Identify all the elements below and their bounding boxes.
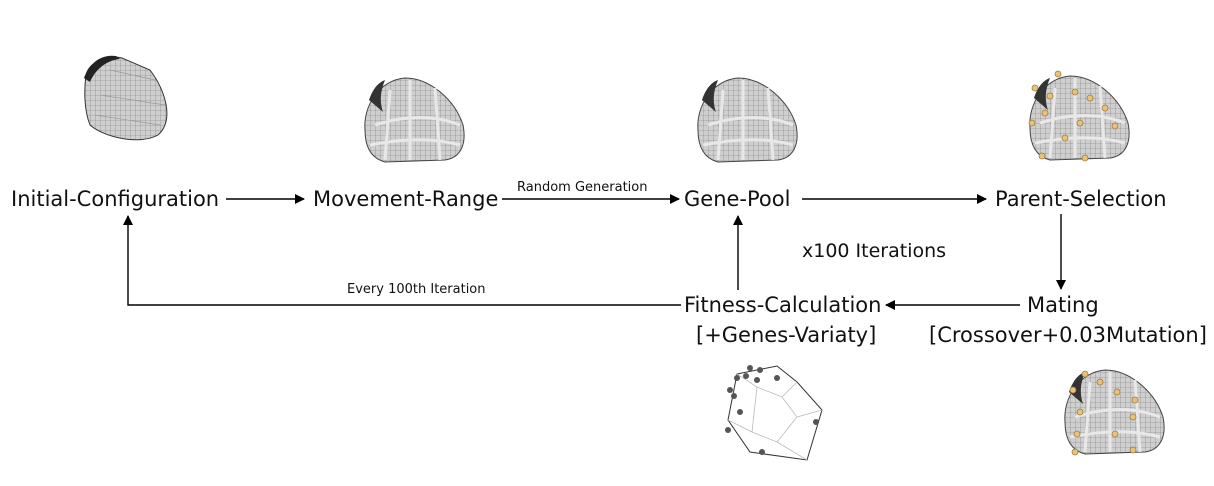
thumbnail-movement-range [364,77,465,163]
node-fitness-calculation: Fitness-Calculation [684,293,882,317]
thumbnail-gene-pool [697,77,798,163]
node-mating-detail: [Crossover+0.03Mutation] [929,323,1207,347]
arrow-fitness-to-initial [123,215,681,306]
node-initial-configuration: Initial-Configuration [11,187,220,211]
node-gene-pool: Gene-Pool [684,187,791,211]
node-fitness-detail: [+Genes-Variaty] [696,323,877,347]
thumbnail-mating [1064,369,1165,456]
label-every-100th-iteration: Every 100th Iteration [347,282,486,297]
node-mating: Mating [1027,293,1099,317]
thumbnail-fitness-scatter [725,365,823,461]
arrows [123,194,1066,310]
node-movement-range: Movement-Range [313,187,499,211]
label-x100-iterations: x100 Iterations [802,240,947,262]
label-random-generation: Random Generation [517,180,648,195]
thumbnail-initial-configuration [84,55,168,141]
node-parent-selection: Parent-Selection [995,187,1167,211]
thumbnail-parent-selection [1028,70,1130,162]
